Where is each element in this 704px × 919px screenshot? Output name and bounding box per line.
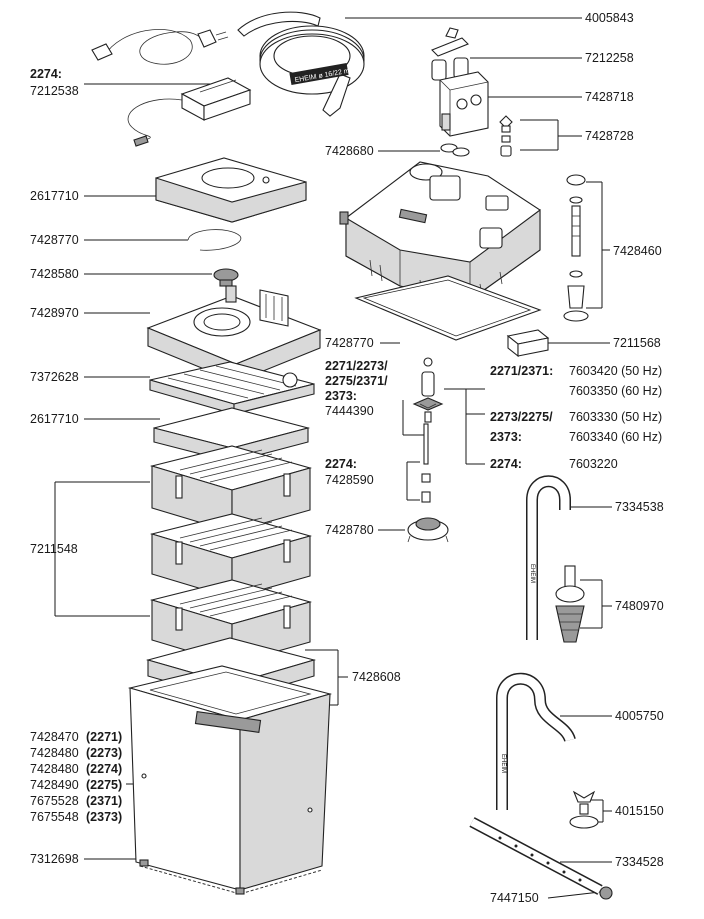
label-models-a: 2271/2273/: [325, 359, 388, 373]
sealing-ring-left-illustration: [187, 229, 242, 251]
filter-basket-1-illustration: [149, 445, 313, 533]
valve-block-illustration: [506, 329, 550, 358]
label-2274-motor: 2274:: [490, 457, 522, 471]
o-rings-illustration: [440, 143, 470, 157]
label-7372628: 7372628: [30, 370, 79, 384]
outlet-pipe-print: EHEIM: [500, 754, 506, 773]
label-7428780: 7428780: [325, 523, 374, 537]
label-7603350: 7603350 (60 Hz): [569, 384, 662, 398]
sealing-ring-right-illustration: [354, 275, 542, 341]
label-7428718: 7428718: [585, 90, 634, 104]
label-7212258: 7212258: [585, 51, 634, 65]
end-cap-illustration: [599, 886, 613, 900]
small-fittings-illustration: [499, 115, 513, 157]
strainer-illustration: [555, 565, 585, 643]
label-7444390: 7444390: [325, 404, 374, 418]
double-tap-illustration: [431, 27, 469, 81]
label-7447150: 7447150: [490, 891, 539, 905]
canister-model-2: (2273): [86, 746, 122, 760]
label-2373-model: 2373:: [490, 430, 522, 444]
canister-model-1: (2271): [86, 730, 122, 744]
label-7312698: 7312698: [30, 852, 79, 866]
outlet-pipe-illustration: EHEIM: [496, 672, 576, 810]
pump-head-illustration: [339, 161, 541, 301]
canister-number-6: 7675548: [30, 810, 79, 824]
label-2274-model: 2274:: [30, 67, 62, 81]
label-7212538: 7212538: [30, 84, 79, 98]
canister-number-5: 7675528: [30, 794, 79, 808]
canister-number-3: 7428480: [30, 762, 79, 776]
pre-filter-lid-illustration: [155, 157, 307, 223]
canister-model-3: (2274): [86, 762, 122, 776]
label-7603330: 7603330 (50 Hz): [569, 410, 662, 424]
canister-number-2: 7428480: [30, 746, 79, 760]
spray-bar-illustration: [469, 817, 603, 895]
label-4015150: 4015150: [615, 804, 664, 818]
label-7428728: 7428728: [585, 129, 634, 143]
label-7211568: 7211568: [613, 336, 661, 350]
label-7428590: 7428590: [325, 473, 374, 487]
label-7428770-left: 7428770: [30, 233, 79, 247]
label-7428770-right: 7428770: [325, 336, 374, 350]
adapter-block-illustration: [439, 71, 489, 137]
label-7211548: 7211548: [30, 542, 78, 556]
impeller-illustration: [412, 357, 444, 423]
label-7428680: 7428680: [325, 144, 374, 158]
valve-parts-column-illustration: [563, 174, 589, 322]
label-2274-shaft: 2274:: [325, 457, 357, 471]
canister-number-1: 7428470: [30, 730, 79, 744]
canister-illustration: [127, 665, 333, 891]
suction-cup-illustration: [569, 790, 599, 829]
label-2617710-mid: 2617710: [30, 412, 79, 426]
intake-pipe-illustration: EHEIM: [526, 475, 571, 640]
label-2273-models: 2273/2275/: [490, 410, 553, 424]
label-4005843: 4005843: [585, 11, 634, 25]
canister-model-6: (2373): [86, 810, 122, 824]
label-7603220: 7603220: [569, 457, 618, 471]
label-7428970: 7428970: [30, 306, 79, 320]
part-number-labels: 4005843 7212258 2274: 7212538 7428718 74…: [30, 11, 664, 905]
knob-illustration: [213, 268, 239, 287]
label-7428608: 7428608: [352, 670, 401, 684]
power-supply-illustration: [127, 77, 252, 147]
canister-feet-illustration: [139, 859, 323, 895]
intake-pipe-print: EHEIM: [529, 564, 535, 583]
shaft-illustration: [421, 423, 431, 503]
label-models-b: 2275/2371/: [325, 374, 388, 388]
grid-tray-illustration: [149, 361, 315, 415]
label-7334528: 7334528: [615, 855, 664, 869]
canister-model-4: (2275): [86, 778, 122, 792]
label-7428580: 7428580: [30, 267, 79, 281]
label-4005750: 4005750: [615, 709, 664, 723]
label-7603340: 7603340 (60 Hz): [569, 430, 662, 444]
canister-number-4: 7428490: [30, 778, 79, 792]
label-2271-2371: 2271/2371:: [490, 364, 553, 378]
label-7603420: 7603420 (50 Hz): [569, 364, 662, 378]
hose-illustration: EHEIM ø 16/22 mm: [237, 11, 365, 117]
label-7480970: 7480970: [615, 599, 664, 613]
label-models-c: 2373:: [325, 389, 357, 403]
power-cord-illustration: [91, 28, 229, 65]
label-7334538: 7334538: [615, 500, 664, 514]
impeller-cover-illustration: [407, 517, 449, 543]
label-2617710-top: 2617710: [30, 189, 79, 203]
label-7428460: 7428460: [613, 244, 662, 258]
canister-model-5: (2371): [86, 794, 122, 808]
